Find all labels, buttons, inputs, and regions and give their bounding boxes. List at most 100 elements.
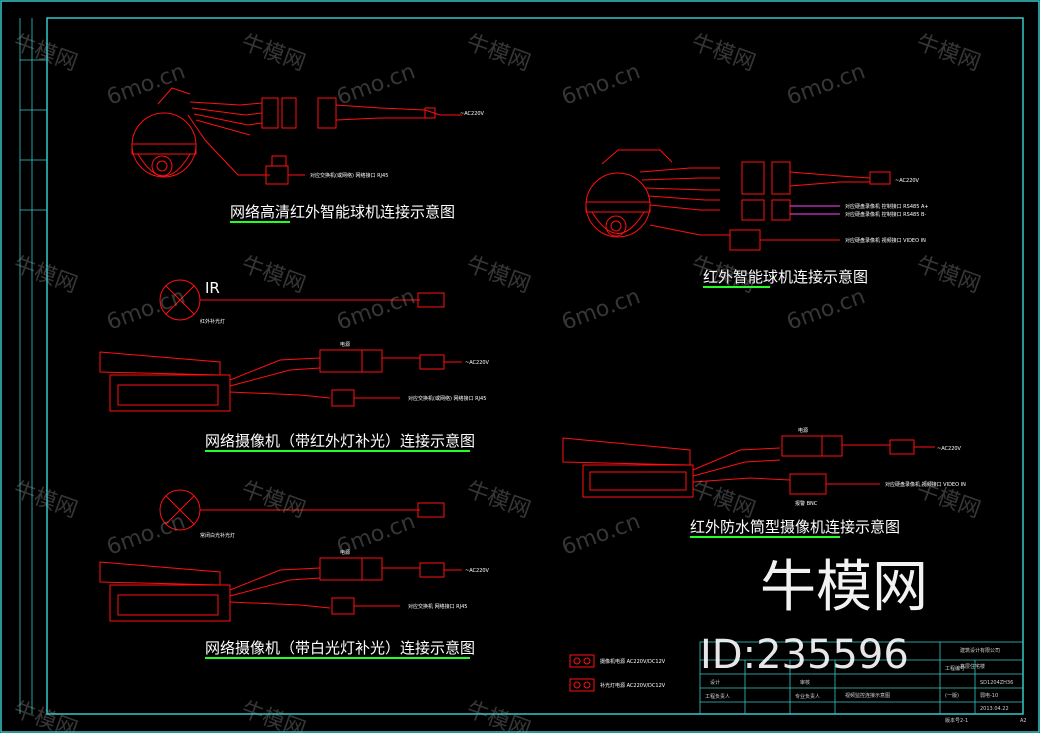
dome-ir-rs485b-note: 对应硬盘录像机 控制接口 RS485 B- xyxy=(845,211,926,218)
wm-cn-10: 牛模网 xyxy=(913,252,984,298)
tb-checker: 审核 xyxy=(800,679,810,686)
white-camera-diagram xyxy=(99,489,462,622)
wm-cn-2: 牛模网 xyxy=(238,30,309,76)
wm-url-8: 6mo.cn xyxy=(784,284,869,335)
dome-hd-diagram xyxy=(131,87,462,185)
inner-frame xyxy=(46,17,1024,715)
ir-tag: IR xyxy=(205,279,220,297)
legend xyxy=(569,654,595,692)
wm-url-5: 6mo.cn xyxy=(104,284,189,335)
white-lamp-label: 常闭白光补光灯 xyxy=(200,532,235,539)
dome-ir-bnc xyxy=(729,229,761,251)
bullet-ir-hood xyxy=(562,437,691,466)
wm-cn-18: 牛模网 xyxy=(463,697,534,733)
wm-cn-6: 牛模网 xyxy=(10,252,81,298)
tb-drawing: 视频监控连接示意图 xyxy=(845,692,890,699)
ir-camera-ac-label: ~AC220V xyxy=(465,360,490,366)
wm-url-10: 6mo.cn xyxy=(334,509,419,560)
caption-dome-hd: 网络高清红外智能球机连接示意图 xyxy=(230,203,455,221)
tb-designer: 设计 xyxy=(710,679,720,686)
title-block xyxy=(699,641,1024,715)
ir-camera-power-label: 电源 xyxy=(340,341,350,348)
tb-manager: 工程负责人 xyxy=(705,693,730,700)
white-lamp-transformer xyxy=(417,502,445,518)
tb-size: A2 xyxy=(1020,718,1027,724)
dome-hd-ac-label: ~AC220V xyxy=(460,111,485,117)
watermark-layer: 牛模网 牛模网 牛模网 牛模网 牛模网 6mo.cn 6mo.cn 6mo.cn… xyxy=(10,30,984,733)
tb-company: 建筑设计有限公司 xyxy=(960,647,1000,654)
tb-approver: 专业负责人 xyxy=(795,693,820,700)
white-camera-body xyxy=(109,584,231,622)
dome-hd-connector-block xyxy=(261,97,279,129)
tb-sheet: 弱电-10 xyxy=(980,692,998,699)
ir-camera-power-block xyxy=(319,349,363,373)
dome-hd-housing xyxy=(131,112,197,178)
wm-url-6: 6mo.cn xyxy=(334,284,419,335)
wm-url-4: 6mo.cn xyxy=(784,59,869,110)
dome-hd-net-note: 对应交换机(或网络) 网络接口 RJ45 xyxy=(310,172,388,179)
dome-ir-video-note: 对应硬盘录像机 视频接口 VIDEO IN xyxy=(845,237,926,244)
wm-url-7: 6mo.cn xyxy=(559,284,644,335)
bullet-ir-power-label: 电源 xyxy=(798,427,808,434)
white-camera-power-label: 电源 xyxy=(340,549,350,556)
wm-cn-1: 牛模网 xyxy=(10,30,81,76)
dome-ir-diagram xyxy=(585,149,891,251)
caption-white-camera: 网络摄像机（带白光灯补光）连接示意图 xyxy=(205,639,475,657)
dome-hd-lens-cover xyxy=(137,153,191,177)
wm-cn-5: 牛模网 xyxy=(913,30,984,76)
ir-camera-diagram xyxy=(99,279,462,412)
wm-cn-13: 牛模网 xyxy=(463,477,534,523)
wm-url-3: 6mo.cn xyxy=(559,59,644,110)
caption-dome-ir: 红外智能球机连接示意图 xyxy=(703,268,868,286)
tb-sheetno: 版本号2-1 xyxy=(945,717,968,724)
caption-ir-camera: 网络摄像机（带红外灯补光）连接示意图 xyxy=(205,432,475,450)
white-camera-power-block xyxy=(319,557,363,581)
wm-url-11: 6mo.cn xyxy=(559,509,644,560)
wm-cn-16: 牛模网 xyxy=(10,697,81,733)
binding-strip xyxy=(19,18,47,714)
wm-cn-3: 牛模网 xyxy=(463,30,534,76)
dome-ir-ac-label: ~AC220V xyxy=(895,178,920,184)
ir-lamp-label: 红外补光灯 xyxy=(200,318,225,325)
wm-cn-11: 牛模网 xyxy=(10,477,81,523)
white-camera-ac-label: ~AC220V xyxy=(465,568,490,574)
legend-symbol-2 xyxy=(569,678,595,692)
wm-url-1: 6mo.cn xyxy=(104,59,189,110)
white-camera-rj45 xyxy=(331,597,355,615)
wm-cn-9: 牛模网 xyxy=(688,252,759,298)
dome-ir-housing xyxy=(585,172,651,238)
dome-ir-rs485a-note: 对应硬盘录像机 控制接口 RS485 A+ xyxy=(845,203,929,210)
white-camera-hood xyxy=(99,561,221,586)
bullet-ir-diagram xyxy=(562,435,935,498)
caption-bullet-ir: 红外防水筒型摄像机连接示意图 xyxy=(690,518,900,536)
brand-watermark: 牛模网 xyxy=(760,555,928,620)
tb-rev: (一版) xyxy=(945,692,959,699)
brand-id: ID:235596 xyxy=(700,632,909,678)
tb-number: SD1204ZH36 xyxy=(980,680,1013,686)
wm-cn-8: 牛模网 xyxy=(463,252,534,298)
wm-cn-4: 牛模网 xyxy=(688,30,759,76)
ir-camera-rj45 xyxy=(331,389,355,407)
ir-camera-body xyxy=(109,374,231,412)
bullet-ir-ac-label: ~AC220V xyxy=(937,446,962,452)
dome-ir-transformer xyxy=(869,171,891,185)
wm-cn-7: 牛模网 xyxy=(238,252,309,298)
legend-symbol-1 xyxy=(569,654,595,668)
wm-url-2: 6mo.cn xyxy=(334,59,419,110)
ir-camera-net-note: 对应交换机(或网络) 网络接口 RJ45 xyxy=(408,395,486,402)
dome-ir-connector-block xyxy=(741,161,765,195)
ir-camera-hood xyxy=(99,351,221,376)
white-camera-net-note: 对应交换机 网络接口 RJ45 xyxy=(408,603,468,610)
bullet-ir-power-block xyxy=(781,435,823,457)
bullet-ir-body xyxy=(582,464,694,498)
tb-date: 2013.04.22 xyxy=(980,706,1009,712)
legend-label-2: 补光灯电源 AC220V/DC12V xyxy=(600,682,666,689)
wm-cn-14: 牛模网 xyxy=(688,477,759,523)
wm-cn-17: 牛模网 xyxy=(238,697,309,733)
dome-hd-bracket xyxy=(157,87,191,105)
wm-url-9: 6mo.cn xyxy=(104,509,189,560)
ir-lamp-transformer xyxy=(417,292,445,308)
bullet-ir-video-note: 对应硬盘录像机 视频接口 VIDEO IN xyxy=(885,481,966,488)
